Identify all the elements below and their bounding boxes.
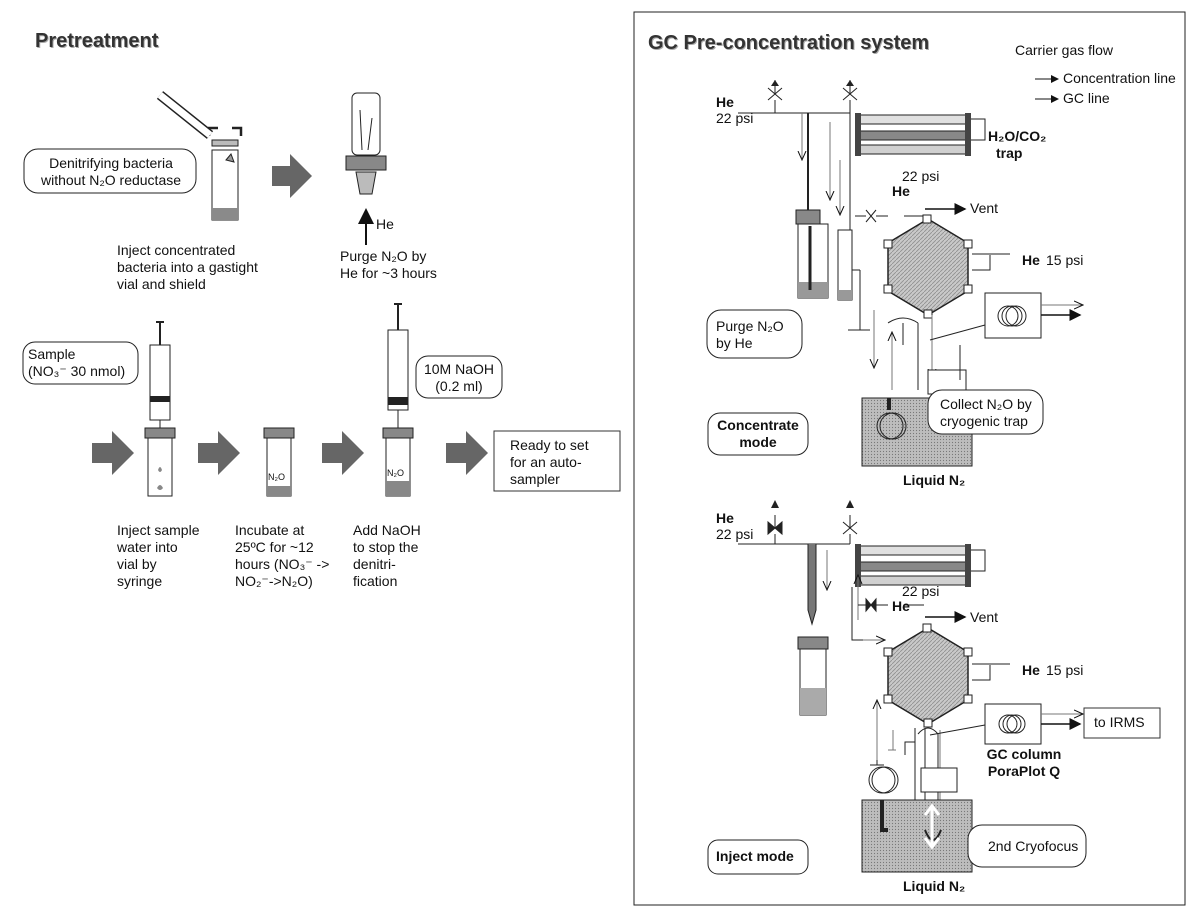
step1-callout: Denitrifying bacteria without N₂O reduct… — [26, 155, 196, 189]
caption-line: fication — [353, 573, 398, 589]
inject-diagram — [707, 500, 1161, 875]
ready-label: Ready to set for an auto- sampler — [510, 437, 589, 488]
collect-line: Collect N₂O by — [940, 396, 1032, 412]
caption-line: hours (NO₃⁻ -> — [235, 556, 330, 572]
caption-line: bacteria into a gastight — [117, 259, 258, 275]
inj-psi-mid: 22 psi — [902, 583, 940, 599]
step5-callout-box — [415, 355, 503, 399]
step1-caption: Inject concentrated bacteria into a gast… — [117, 242, 258, 293]
step4-bubble: N₂O — [268, 472, 285, 482]
arrow-5 — [446, 431, 488, 475]
step5-callout-line: (0.2 ml) — [435, 378, 483, 394]
caption-line: He for ~3 hours — [340, 265, 437, 281]
inj-psi-right: 15 psi — [1046, 662, 1084, 678]
ready-line: for an auto- — [510, 454, 582, 470]
legend-concentration-line: Concentration line — [1063, 70, 1176, 86]
gc-title: GC Pre-concentration system — [648, 32, 930, 54]
legend-gc-line: GC line — [1063, 90, 1110, 106]
conc-psi-in: 22 psi — [716, 110, 754, 126]
inj-he-in: He — [716, 510, 734, 526]
caption-line: Add NaOH — [353, 522, 421, 538]
inj-irms-label: to IRMS — [1094, 714, 1145, 730]
step5-vial — [382, 303, 414, 497]
purge-line: by He — [716, 335, 753, 351]
conc-collect-callout: Collect N₂O by cryogenic trap — [940, 396, 1032, 430]
step2-gas-label: He — [376, 216, 394, 232]
step2-vial — [345, 92, 387, 245]
ready-box — [493, 430, 621, 492]
caption-line: Inject sample — [117, 522, 200, 538]
trap-line: H₂O/CO₂ — [988, 128, 1047, 144]
conc-he-in: He — [716, 94, 734, 110]
step4-caption: Incubate at 25ºC for ~12 hours (NO₃⁻ -> … — [235, 522, 329, 590]
conc-purge-callout: Purge N₂O by He — [716, 318, 784, 352]
step3-callout-line: (NO₃⁻ 30 nmol) — [28, 363, 126, 379]
column-line: GC column — [986, 746, 1062, 762]
conc-trap-label: H₂O/CO₂ trap — [988, 128, 1046, 162]
step5-bubble: N₂O — [387, 468, 404, 478]
column-line: PoraPlot Q — [987, 763, 1061, 779]
step3-callout: Sample (NO₃⁻ 30 nmol) — [28, 346, 125, 380]
inj-cryo-callout: 2nd Cryofocus — [988, 838, 1079, 854]
pretreatment-title: Pretreatment — [35, 30, 159, 52]
conc-he-mid: He — [892, 183, 910, 199]
arrow-1 — [272, 154, 312, 198]
caption-line: Inject concentrated — [117, 242, 236, 258]
caption-line: denitri- — [353, 556, 396, 572]
caption-line: Purge N₂O by — [340, 248, 427, 264]
conc-he-right: He — [1022, 252, 1040, 268]
step2-caption: Purge N₂O by He for ~3 hours — [340, 248, 437, 282]
conc-mode-label: Concentrate mode — [710, 417, 806, 451]
caption-line: water into — [117, 539, 178, 555]
step3-callout-box — [22, 341, 139, 385]
step3-vial — [144, 321, 176, 497]
step5-callout-line: 10M NaOH — [423, 361, 495, 377]
caption-line: to stop the — [353, 539, 419, 555]
inj-he-mid: He — [892, 598, 910, 614]
inj-mode-label: Inject mode — [716, 848, 794, 864]
mode-line: Concentrate — [717, 417, 799, 433]
step5-caption: Add NaOH to stop the denitri- fication — [353, 522, 421, 590]
caption-line: Incubate at — [235, 522, 305, 538]
step3-callout-line: Sample — [28, 346, 76, 362]
caption-line: vial by — [117, 556, 157, 572]
inj-vent: Vent — [970, 609, 999, 625]
concentrate-diagram — [706, 80, 1083, 467]
caption-line: vial and shield — [117, 276, 206, 292]
conc-psi-right: 15 psi — [1046, 252, 1084, 268]
trap-line: trap — [996, 145, 1023, 161]
inj-liquid-label: Liquid N₂ — [903, 878, 966, 894]
gc-panel-border — [633, 11, 1186, 906]
conc-liquid-label: Liquid N₂ — [903, 472, 966, 488]
collect-line: cryogenic trap — [940, 413, 1028, 429]
inj-he-right: He — [1022, 662, 1040, 678]
step5-callout: 10M NaOH (0.2 ml) — [418, 361, 500, 395]
caption-line: 25ºC for ~12 — [235, 539, 314, 555]
step3-caption: Inject sample water into vial by syringe — [117, 522, 199, 590]
inj-column-label: GC column PoraPlot Q — [976, 746, 1072, 780]
step1-callout-line: Denitrifying bacteria — [49, 155, 173, 171]
ready-line: Ready to set — [510, 437, 589, 453]
conc-vent: Vent — [970, 200, 999, 216]
purge-line: Purge N₂O — [716, 318, 784, 334]
step1-callout-box — [23, 148, 197, 194]
conc-psi-mid: 22 psi — [902, 168, 940, 184]
arrow-3 — [198, 431, 240, 475]
legend-title: Carrier gas flow — [1015, 42, 1114, 58]
mode-line: mode — [739, 434, 777, 450]
pretreatment-panel — [22, 91, 621, 497]
step1-callout-line: without N₂O reductase — [40, 172, 182, 188]
arrow-4 — [322, 431, 364, 475]
step4-vial — [263, 427, 295, 497]
inj-psi-in: 22 psi — [716, 526, 754, 542]
step1-vial — [156, 91, 243, 221]
caption-line: syringe — [117, 573, 163, 589]
ready-line: sampler — [510, 471, 560, 487]
arrow-2 — [92, 431, 134, 475]
caption-line: NO₂⁻->N₂O) — [235, 573, 313, 589]
